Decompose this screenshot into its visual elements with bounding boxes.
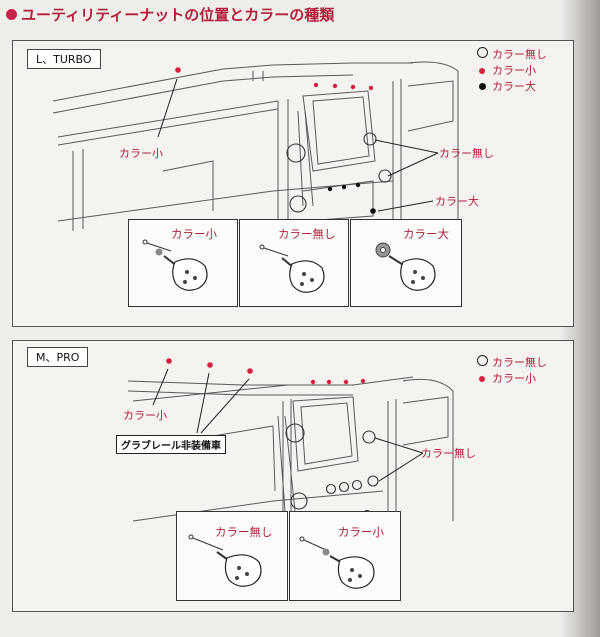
legend-l-turbo: カラー無し カラー小 カラー大 (475, 47, 547, 95)
detail-collar-small: カラー小 (289, 511, 401, 601)
detail-caption: カラー無し (215, 525, 273, 539)
detail-no-collar: カラー無し (176, 511, 288, 601)
nut-no-collar-drawing (259, 244, 325, 293)
detail-no-collar: カラー無し (239, 219, 349, 307)
nut-no-collar-drawing (188, 534, 262, 587)
black-dot-icon (370, 208, 376, 214)
detail-caption: カラー無し (278, 227, 336, 241)
van-interior-drawing-l-turbo (52, 61, 459, 241)
red-dot-icon (175, 67, 181, 73)
legend-label: カラー無し (492, 356, 547, 369)
legend-item-small: カラー小 (475, 371, 547, 387)
page-heading: ユーティリティーナットの位置とカラーの種類 (6, 4, 334, 25)
open-circle-icon (476, 47, 488, 58)
legend-item-none: カラー無し (475, 355, 547, 371)
black-dot-icon (478, 83, 486, 90)
red-dot-icon (207, 362, 213, 368)
legend-item-large: カラー大 (475, 79, 547, 95)
tag-l-turbo: L、TURBO (27, 49, 101, 69)
detail-caption: カラー小 (171, 227, 217, 241)
legend-label: カラー大 (492, 80, 536, 93)
callout-collar-small: カラー小 (119, 147, 163, 160)
nut-location-ring (285, 423, 305, 443)
nut-location-ring (286, 143, 306, 163)
legend-item-small: カラー小 (475, 63, 547, 79)
nut-location-ring (289, 195, 307, 213)
detail-collar-large: カラー大 (350, 219, 462, 307)
callout-no-grab-rail: グラブレール非装備車 (116, 435, 226, 454)
callout-collar-small: カラー小 (123, 409, 167, 422)
heading-text: ユーティリティーナットの位置とカラーの種類 (21, 6, 335, 24)
legend-label: カラー小 (492, 64, 536, 77)
nut-location-ring (362, 430, 376, 444)
nut-with-large-collar-drawing (375, 242, 436, 291)
legend-m-pro: カラー無し カラー小 (475, 355, 547, 387)
legend-item-none: カラー無し (475, 47, 547, 63)
nut-location-ring (363, 132, 377, 146)
nut-with-small-collar-drawing (299, 536, 375, 589)
panel-l-turbo: L、TURBO カラー無し カラー小 カラー大 カラー小 カラー無し カラー大 … (12, 40, 574, 327)
red-dot-icon (479, 376, 485, 382)
callout-collar-large: カラー大 (435, 195, 479, 208)
detail-collar-small: カラー小 (128, 219, 238, 307)
red-dot-icon (166, 358, 172, 364)
nut-location-ring (378, 169, 392, 183)
tag-m-pro: M、PRO (27, 347, 89, 367)
nut-location-ring (367, 475, 379, 487)
panel-m-pro: M、PRO カラー無し カラー小 カラー小 グラブレール非装備車 カラー無し カ… (12, 340, 574, 612)
open-circle-icon (476, 355, 488, 366)
red-dot-icon (479, 68, 485, 74)
callout-no-collar: カラー無し (439, 147, 494, 160)
red-bullet-icon (6, 9, 17, 20)
detail-caption: カラー大 (403, 227, 449, 241)
nut-with-small-collar-drawing (142, 239, 208, 291)
red-dot-icon (247, 368, 253, 374)
legend-label: カラー無し (492, 48, 547, 61)
callout-no-collar: カラー無し (421, 447, 476, 460)
van-interior-drawing-m-pro (127, 358, 454, 522)
legend-label: カラー小 (492, 372, 536, 385)
nut-location-ring (290, 492, 308, 510)
detail-caption: カラー小 (338, 525, 384, 539)
